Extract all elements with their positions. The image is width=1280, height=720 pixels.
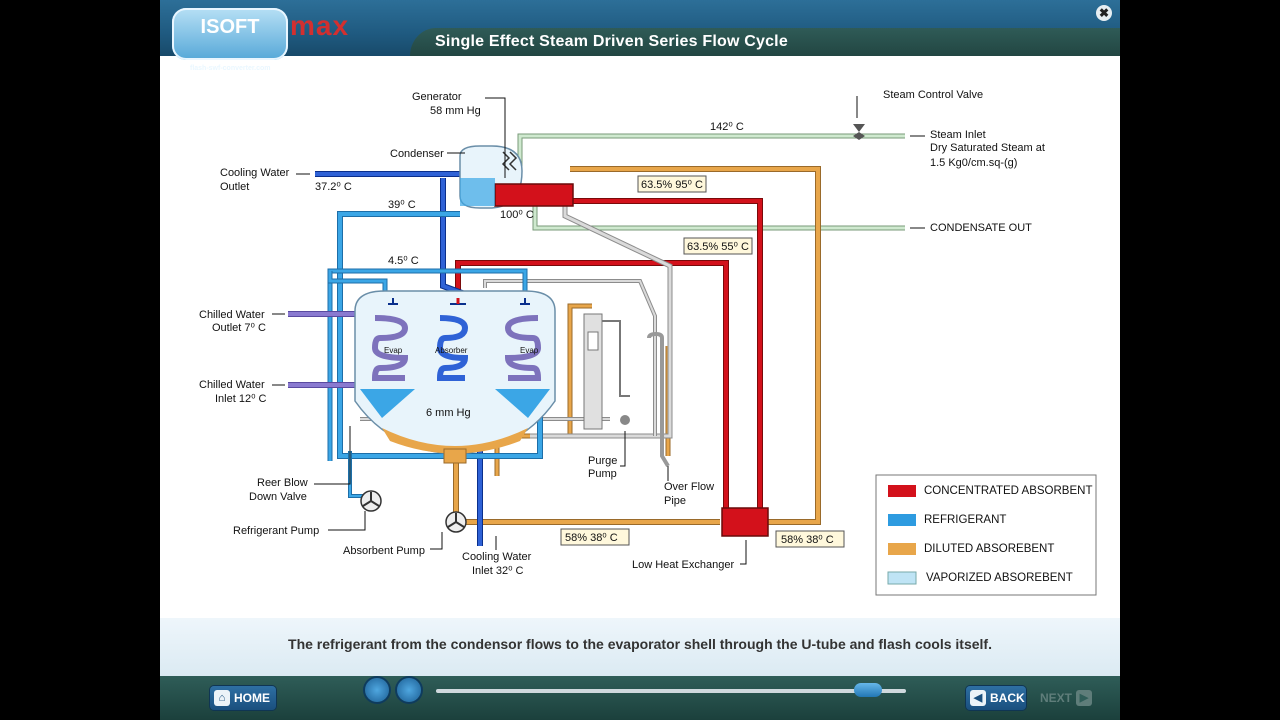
next-label: NEXT <box>1040 691 1073 705</box>
evap-left-label: Evap <box>384 346 403 355</box>
refrigerant-pump-icon <box>360 490 382 512</box>
steam-control-valve-label: Steam Control Valve <box>883 89 983 101</box>
purge-unit <box>583 313 670 468</box>
box-conc-mid <box>683 237 753 255</box>
pause-button[interactable] <box>397 678 421 702</box>
condenser-generator-vessel <box>459 145 574 209</box>
cooling-water-outlet-label-2: Outlet <box>220 181 249 193</box>
navigation-bar <box>160 676 1120 720</box>
logo-subtext: flash-swf-converter.com <box>190 65 271 72</box>
caption-text: The refrigerant from the condensor flows… <box>288 636 992 652</box>
play-button[interactable] <box>365 678 389 702</box>
progress-track[interactable] <box>436 689 906 693</box>
reer-blow-label-1: Reer Blow <box>257 477 308 489</box>
box-dil-left <box>560 528 630 546</box>
absorber-pressure-label: 6 mm Hg <box>426 407 471 419</box>
steam-inlet-label-3: 1.5 Kg0/cm.sq-(g) <box>930 157 1017 169</box>
close-button[interactable]: ✖ <box>1096 5 1112 21</box>
temp-45-label: 4.5⁰ C <box>388 255 419 267</box>
evap-coil-right <box>504 315 542 381</box>
generator-pressure-label: 58 mm Hg <box>430 105 481 117</box>
absorbent-pump-label: Absorbent Pump <box>343 545 425 557</box>
absorber-label: Absorber <box>435 346 468 355</box>
box-conc-gen <box>637 175 707 193</box>
box-dil-right-label: 58% 38⁰ C <box>781 534 834 546</box>
purge-pump-label-1: Purge <box>588 455 617 467</box>
reer-blow-label-2: Down Valve <box>249 491 307 503</box>
overflow-label-2: Pipe <box>664 495 686 507</box>
next-button[interactable]: NEXT▶ <box>1040 686 1100 710</box>
brand-logo-text: max <box>290 10 350 41</box>
temp-100-label: 100⁰ C <box>500 209 534 221</box>
chilled-outlet-label-1: Chilled Water <box>199 309 265 321</box>
temp-372-label: 37.2⁰ C <box>315 181 352 193</box>
evap-right-label: Evap <box>520 346 539 355</box>
absorber-coil <box>436 315 469 381</box>
logo-text: ISOFT <box>200 16 260 38</box>
cooling-water-outlet-label-1: Cooling Water <box>220 167 290 179</box>
cooling-water-inlet-label-2: Inlet 32⁰ C <box>472 565 524 577</box>
home-label: HOME <box>234 691 270 705</box>
condensate-out-label: CONDENSATE OUT <box>930 222 1032 234</box>
leader-lines <box>272 96 925 565</box>
back-icon: ◀ <box>970 690 986 706</box>
concentrated-absorbent-lines <box>455 198 763 516</box>
low-heat-exchanger <box>721 507 769 537</box>
box-conc-gen-label: 63.5% 95⁰ C <box>641 179 703 191</box>
legend-label-vaporized: VAPORIZED ABSOREBENT <box>926 572 1073 584</box>
legend-swatch-concentrated <box>888 485 916 497</box>
chilled-inlet-label-2: Inlet 12⁰ C <box>215 393 267 405</box>
back-button[interactable]: ◀ BACK <box>966 686 1026 710</box>
steam-line <box>517 133 905 231</box>
legend: CONCENTRATED ABSORBENT REFRIGERANT DILUT… <box>875 474 1097 596</box>
overflow-label-1: Over Flow <box>664 481 714 493</box>
box-dil-right <box>775 530 845 548</box>
app-window: ISOFT flash-swf-converter.com max Single… <box>160 0 1120 720</box>
title-bar <box>410 28 1120 56</box>
legend-swatch-refrigerant <box>888 514 916 526</box>
page-title: Single Effect Steam Driven Series Flow C… <box>435 33 788 50</box>
refrigerant-pump-label: Refrigerant Pump <box>233 525 319 537</box>
condenser-label: Condenser <box>390 148 444 160</box>
chilled-inlet-label-1: Chilled Water <box>199 379 265 391</box>
legend-swatch-diluted <box>888 543 916 555</box>
back-label: BACK <box>990 691 1025 705</box>
chilled-outlet-label-2: Outlet 7⁰ C <box>212 322 266 334</box>
temp-39-label: 39⁰ C <box>388 199 416 211</box>
absorbent-pump-icon <box>445 511 467 533</box>
box-conc-mid-label: 63.5% 55⁰ C <box>687 241 749 253</box>
steam-inlet-label-2: Dry Saturated Steam at <box>930 142 1045 154</box>
legend-label-diluted: DILUTED ABSOREBENT <box>924 543 1054 555</box>
legend-label-refrigerant: REFRIGERANT <box>924 514 1006 526</box>
legend-swatch-vaporized <box>887 571 917 585</box>
steam-inlet-label-1: Steam Inlet <box>930 129 986 141</box>
low-heat-exchanger-label: Low Heat Exchanger <box>632 559 734 571</box>
flow-cycle-diagram: Generator 58 mm Hg Condenser Cooling Wat… <box>199 89 1097 596</box>
temp-142-label: 142⁰ C <box>710 121 744 133</box>
generator-label: Generator <box>412 91 462 103</box>
progress-thumb[interactable] <box>854 683 882 697</box>
evap-coil-left <box>371 315 409 381</box>
legend-label-concentrated: CONCENTRATED ABSORBENT <box>924 485 1092 497</box>
home-button[interactable]: ⌂ HOME <box>210 686 276 710</box>
home-icon: ⌂ <box>214 690 230 706</box>
purge-pump-label-2: Pump <box>588 468 617 480</box>
caption-area: The refrigerant from the condensor flows… <box>160 618 1120 676</box>
cooling-water-inlet-label-1: Cooling Water <box>462 551 532 563</box>
box-dil-left-label: 58% 38⁰ C <box>565 532 618 544</box>
steam-control-valve-icon <box>853 124 865 140</box>
next-icon: ▶ <box>1076 690 1093 706</box>
isoft-logo: ISOFT flash-swf-converter.com <box>172 8 288 72</box>
